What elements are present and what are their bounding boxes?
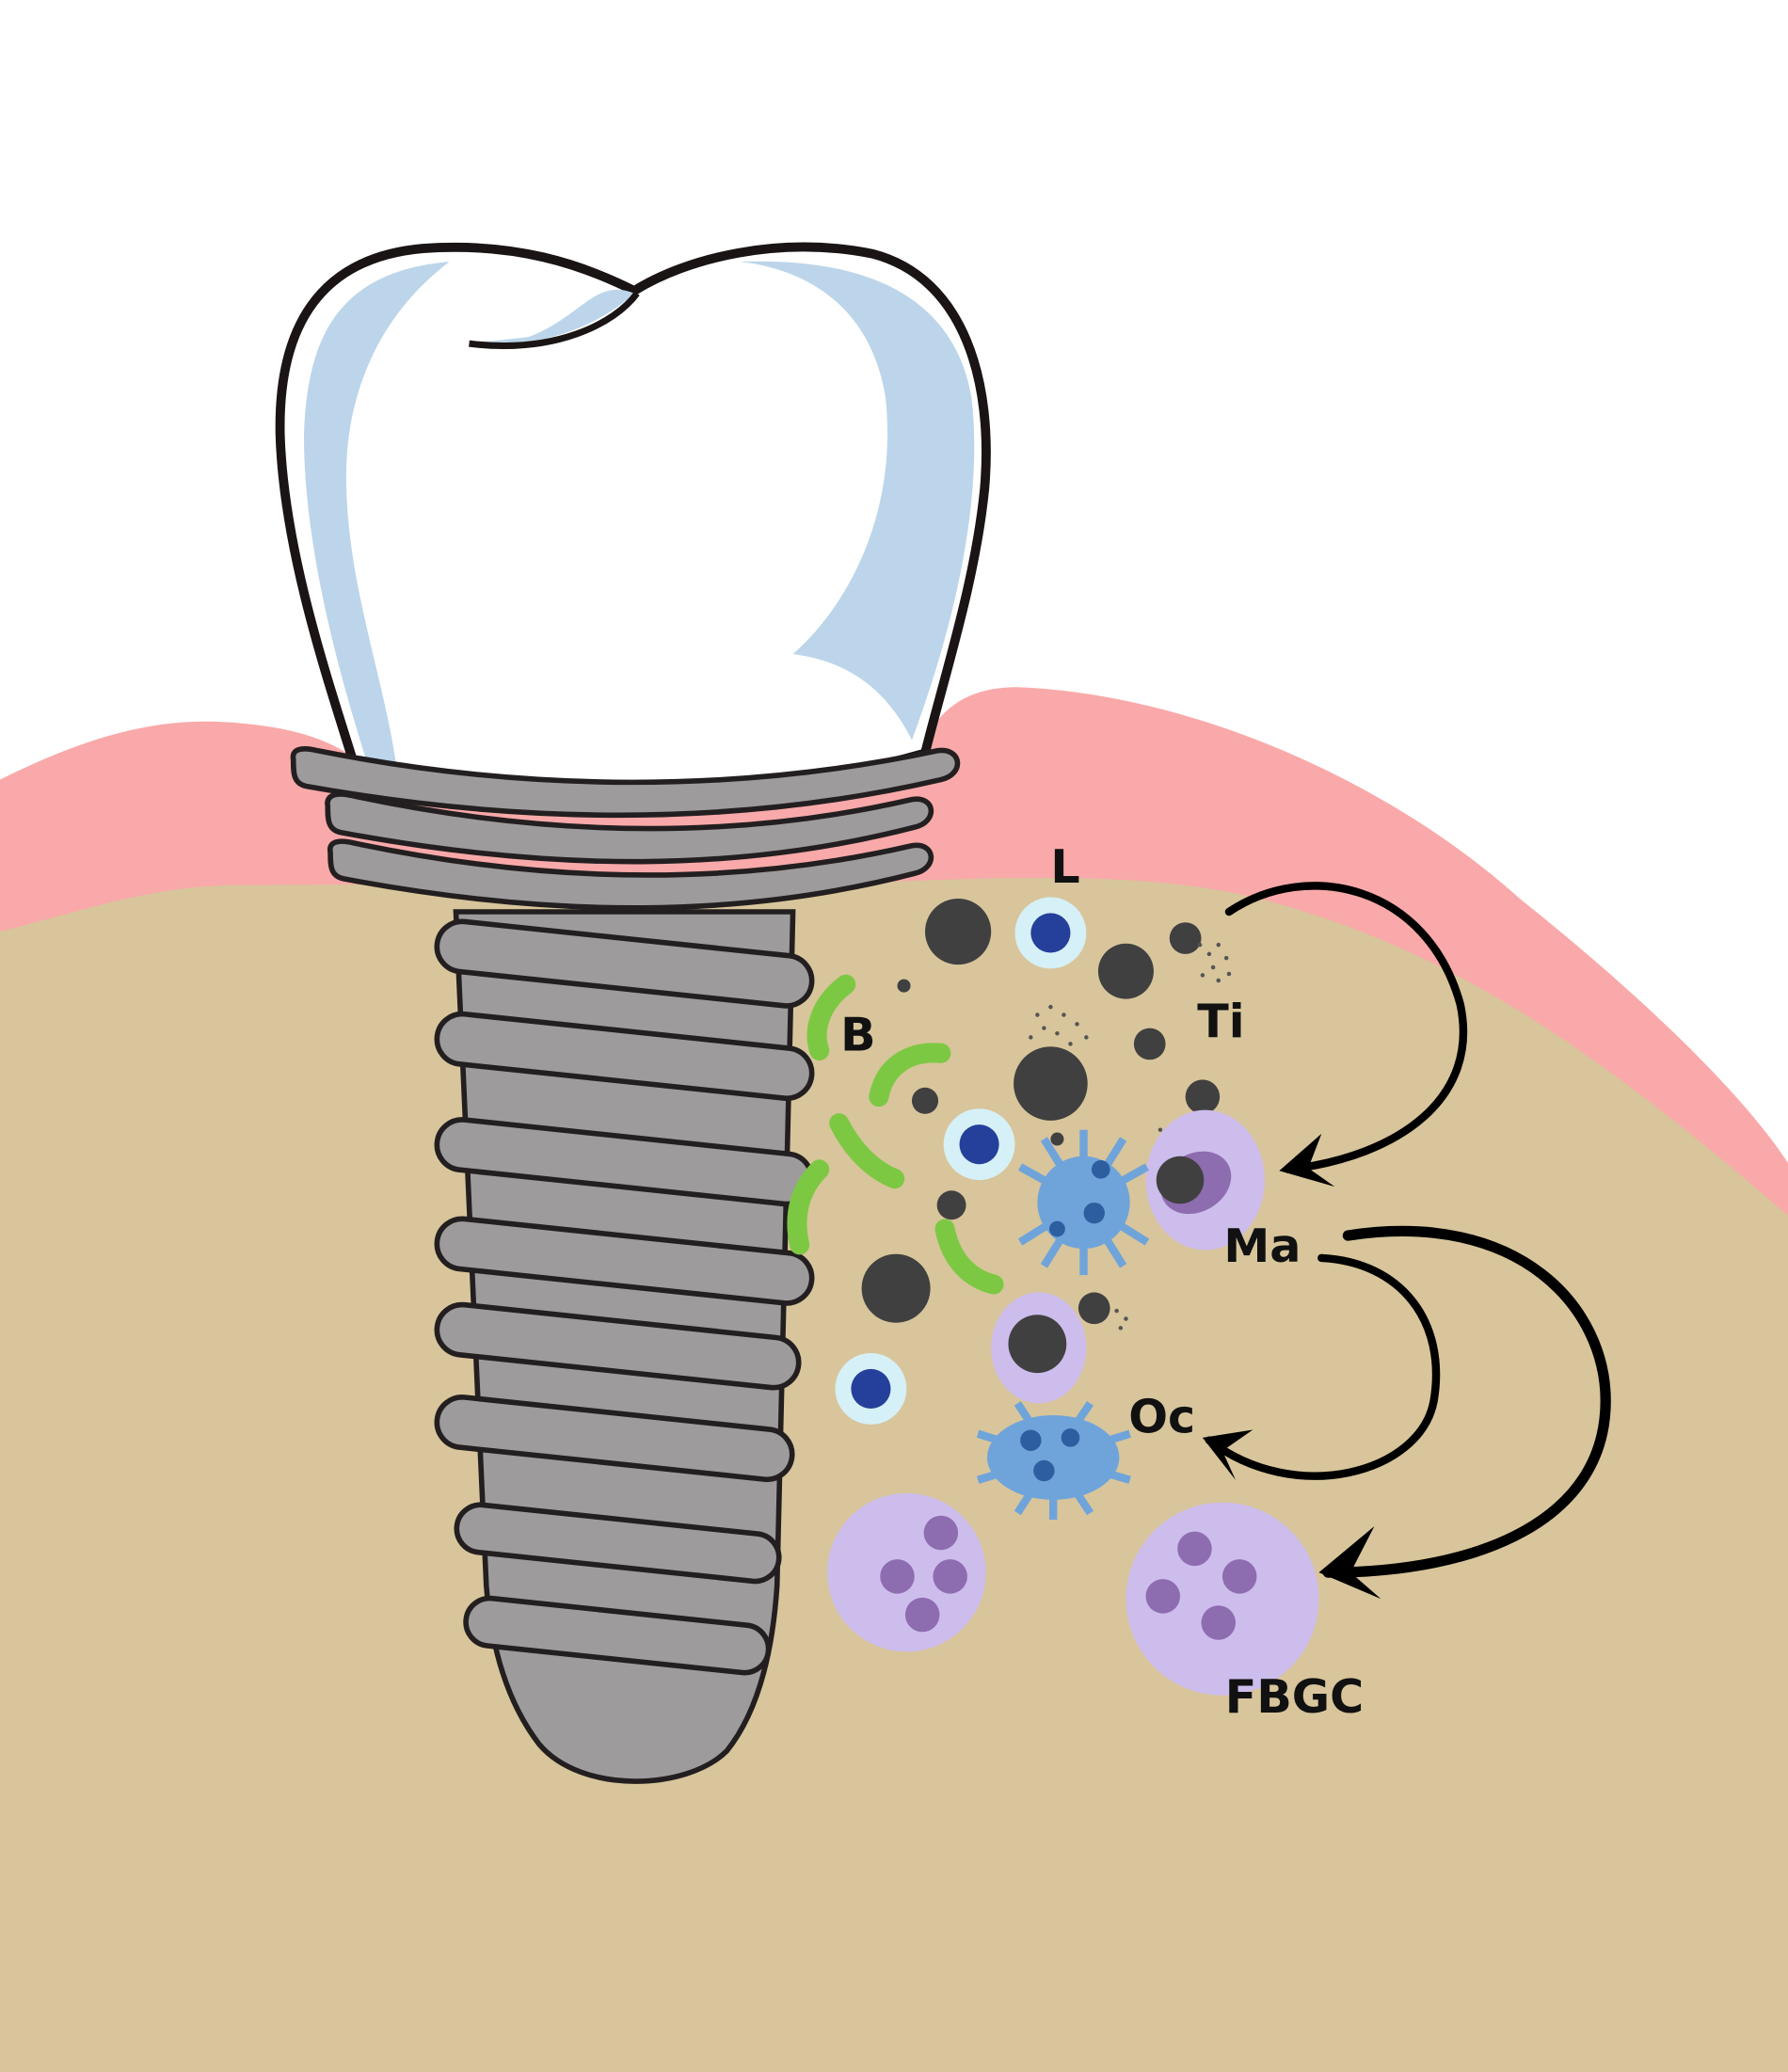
crown-shade: [303, 262, 450, 767]
arrowhead: [1279, 1133, 1335, 1187]
arrowhead: [1318, 1525, 1381, 1600]
implant-threads: [434, 918, 815, 1676]
arrow-ma-to-oc: [1205, 1253, 1441, 1480]
bacteria: [787, 974, 1004, 1295]
label-lymphocyte: L: [1050, 839, 1079, 894]
osteoclasts: [976, 1129, 1150, 1520]
arrows: [1202, 882, 1611, 1600]
lymphocytes: [835, 897, 1087, 1425]
arrow-ti-to-ma: [1224, 882, 1468, 1174]
bone: [0, 877, 1788, 2072]
crown-shade-right: [740, 261, 975, 741]
label-bacteria: B: [840, 1007, 875, 1061]
collar-threads: [290, 746, 961, 911]
label-macrophage: Ma: [1223, 1219, 1301, 1273]
label-fbgc: FBGC: [1225, 1669, 1364, 1724]
titanium-particles: [861, 898, 1241, 1325]
crown-cusp: [469, 289, 635, 345]
macrophage: [991, 1109, 1265, 1404]
arrowhead: [1202, 1429, 1253, 1480]
foreign-body-giant-cells: [827, 1492, 1319, 1696]
label-titanium: Ti: [1197, 994, 1244, 1048]
label-osteoclast: Oc: [1128, 1389, 1195, 1443]
arrow-ma-to-fbgc: [1322, 1225, 1611, 1578]
